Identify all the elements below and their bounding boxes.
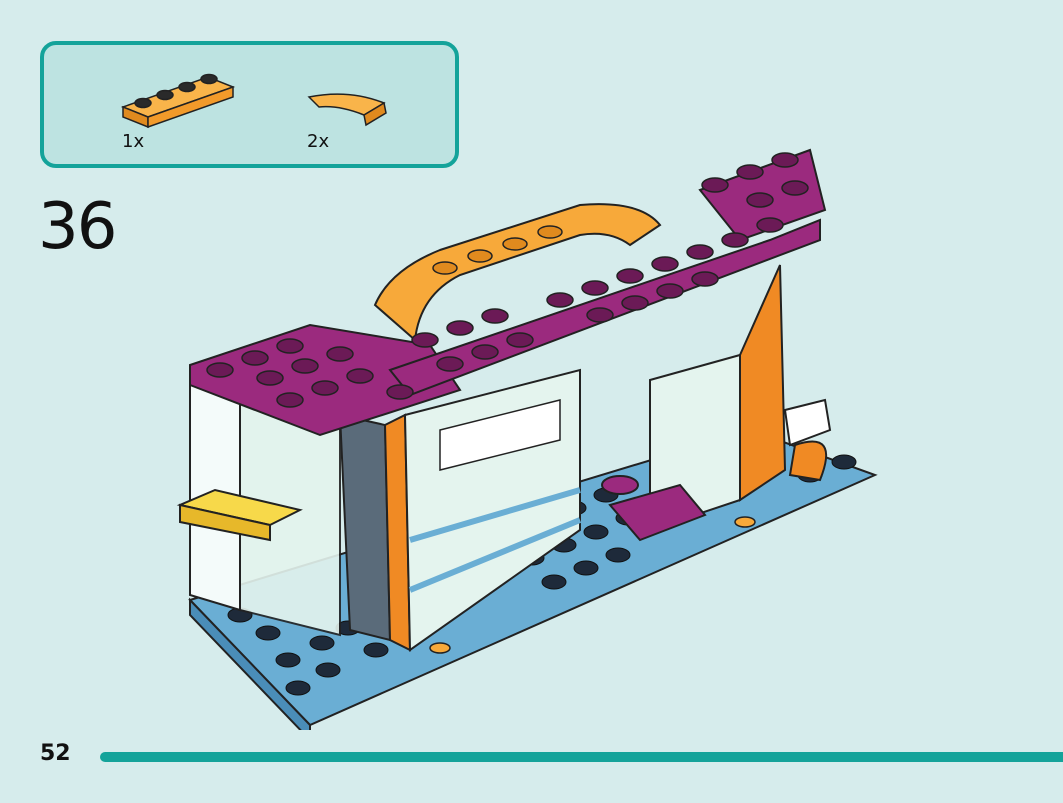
model-illustration bbox=[176, 148, 878, 730]
parts-callout: 1x 2x bbox=[40, 41, 459, 168]
progress-bar bbox=[100, 752, 1063, 762]
part-1-quantity: 1x bbox=[122, 131, 145, 152]
page-number: 52 bbox=[40, 741, 71, 766]
step-number: 36 bbox=[38, 190, 117, 264]
part-2-quantity: 2x bbox=[307, 131, 330, 152]
orange-plate-1x4-icon bbox=[120, 73, 236, 129]
orange-curved-tile-icon bbox=[307, 93, 387, 127]
